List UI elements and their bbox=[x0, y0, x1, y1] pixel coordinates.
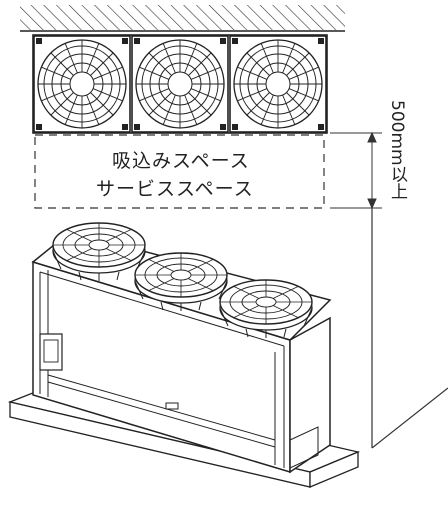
fan-grille-2 bbox=[131, 35, 229, 133]
ceiling-hatch bbox=[20, 5, 345, 32]
fan-grille-1 bbox=[33, 35, 131, 133]
intake-space-label: 吸込みスペース bbox=[112, 150, 250, 172]
wall-outline bbox=[371, 208, 448, 449]
fan-grille-3 bbox=[229, 35, 327, 133]
dimension-line bbox=[330, 131, 382, 210]
fan-panel-frame bbox=[32, 34, 328, 134]
clearance-label: 500mm以上 bbox=[387, 100, 407, 200]
service-space-label: サービススペース bbox=[96, 178, 254, 200]
space-region bbox=[34, 134, 325, 209]
condenser-unit bbox=[7, 231, 361, 488]
